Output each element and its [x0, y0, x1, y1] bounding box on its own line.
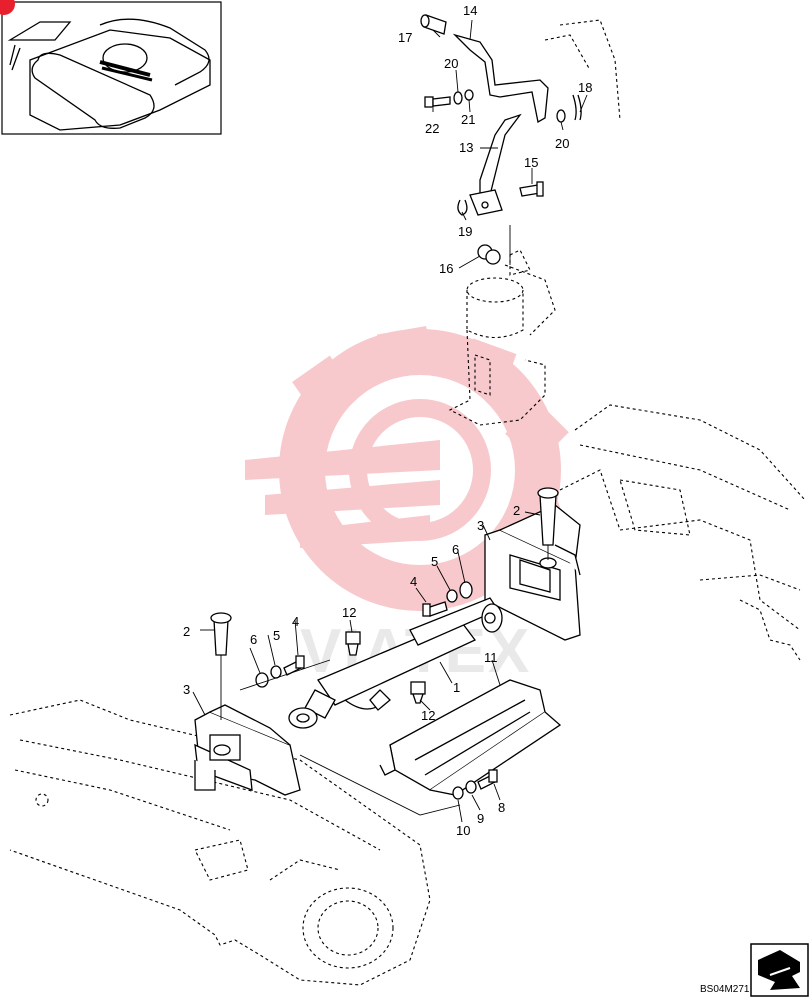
cylinder-1 [288, 597, 503, 729]
label-2-right: 2 [513, 503, 520, 518]
bolt-22 [424, 96, 451, 108]
fasteners-4-5-6-right [422, 581, 473, 617]
fitting-12-top [345, 631, 361, 656]
rod-13 [479, 113, 522, 202]
label-17: 17 [398, 30, 412, 45]
label-2-left: 2 [183, 624, 190, 639]
label-22: 22 [425, 121, 439, 136]
bracket-clevis [469, 189, 503, 216]
corner-badge [0, 0, 15, 15]
label-12-bottom: 12 [421, 708, 435, 723]
label-3-left: 3 [183, 682, 190, 697]
label-4-right: 4 [410, 574, 417, 589]
label-16: 16 [439, 261, 453, 276]
label-18: 18 [578, 80, 592, 95]
clip-19 [457, 199, 468, 216]
excavator-thumbnail-icon [1, 1, 222, 135]
label-9: 9 [477, 811, 484, 826]
part-number-labels: 1 2 2 3 3 4 4 5 5 6 6 8 9 10 11 12 12 13… [183, 3, 592, 838]
label-13: 13 [459, 140, 473, 155]
pin-2-right [537, 487, 559, 546]
bracket-3-left [194, 704, 301, 796]
next-page-arrow-icon[interactable] [750, 943, 809, 997]
cover-11 [379, 679, 562, 796]
washers-20-21 [453, 89, 566, 123]
label-10: 10 [456, 823, 470, 838]
label-14: 14 [463, 3, 477, 18]
label-15: 15 [524, 155, 538, 170]
label-6-left: 6 [250, 632, 257, 647]
control-valve [448, 249, 556, 426]
fitting-12-bottom [410, 681, 426, 704]
dashed-frame-lower [9, 699, 431, 986]
bushing-16 [477, 244, 501, 265]
label-6-right: 6 [452, 542, 459, 557]
bolt-15 [519, 181, 544, 197]
leader-lines [192, 19, 588, 823]
label-1: 1 [453, 680, 460, 695]
label-19: 19 [458, 224, 472, 239]
label-20-top: 20 [444, 56, 458, 71]
fasteners-8-9-10 [452, 769, 498, 800]
label-8: 8 [498, 800, 505, 815]
label-21: 21 [461, 112, 475, 127]
drawing-code: BS04M271 [700, 984, 750, 995]
lever-14 [452, 33, 549, 124]
label-12-top: 12 [342, 605, 356, 620]
label-4-left: 4 [292, 614, 299, 629]
grip-17 [420, 14, 447, 35]
label-3-right: 3 [477, 518, 484, 533]
label-20-right: 20 [555, 136, 569, 151]
dashed-frame-upper-right [544, 19, 806, 661]
pin-18 [572, 94, 582, 121]
label-11: 11 [484, 650, 498, 665]
label-5-left: 5 [273, 628, 280, 643]
pin-2-left [210, 612, 232, 656]
bracket-3-right [484, 504, 581, 641]
label-5-right: 5 [431, 554, 438, 569]
